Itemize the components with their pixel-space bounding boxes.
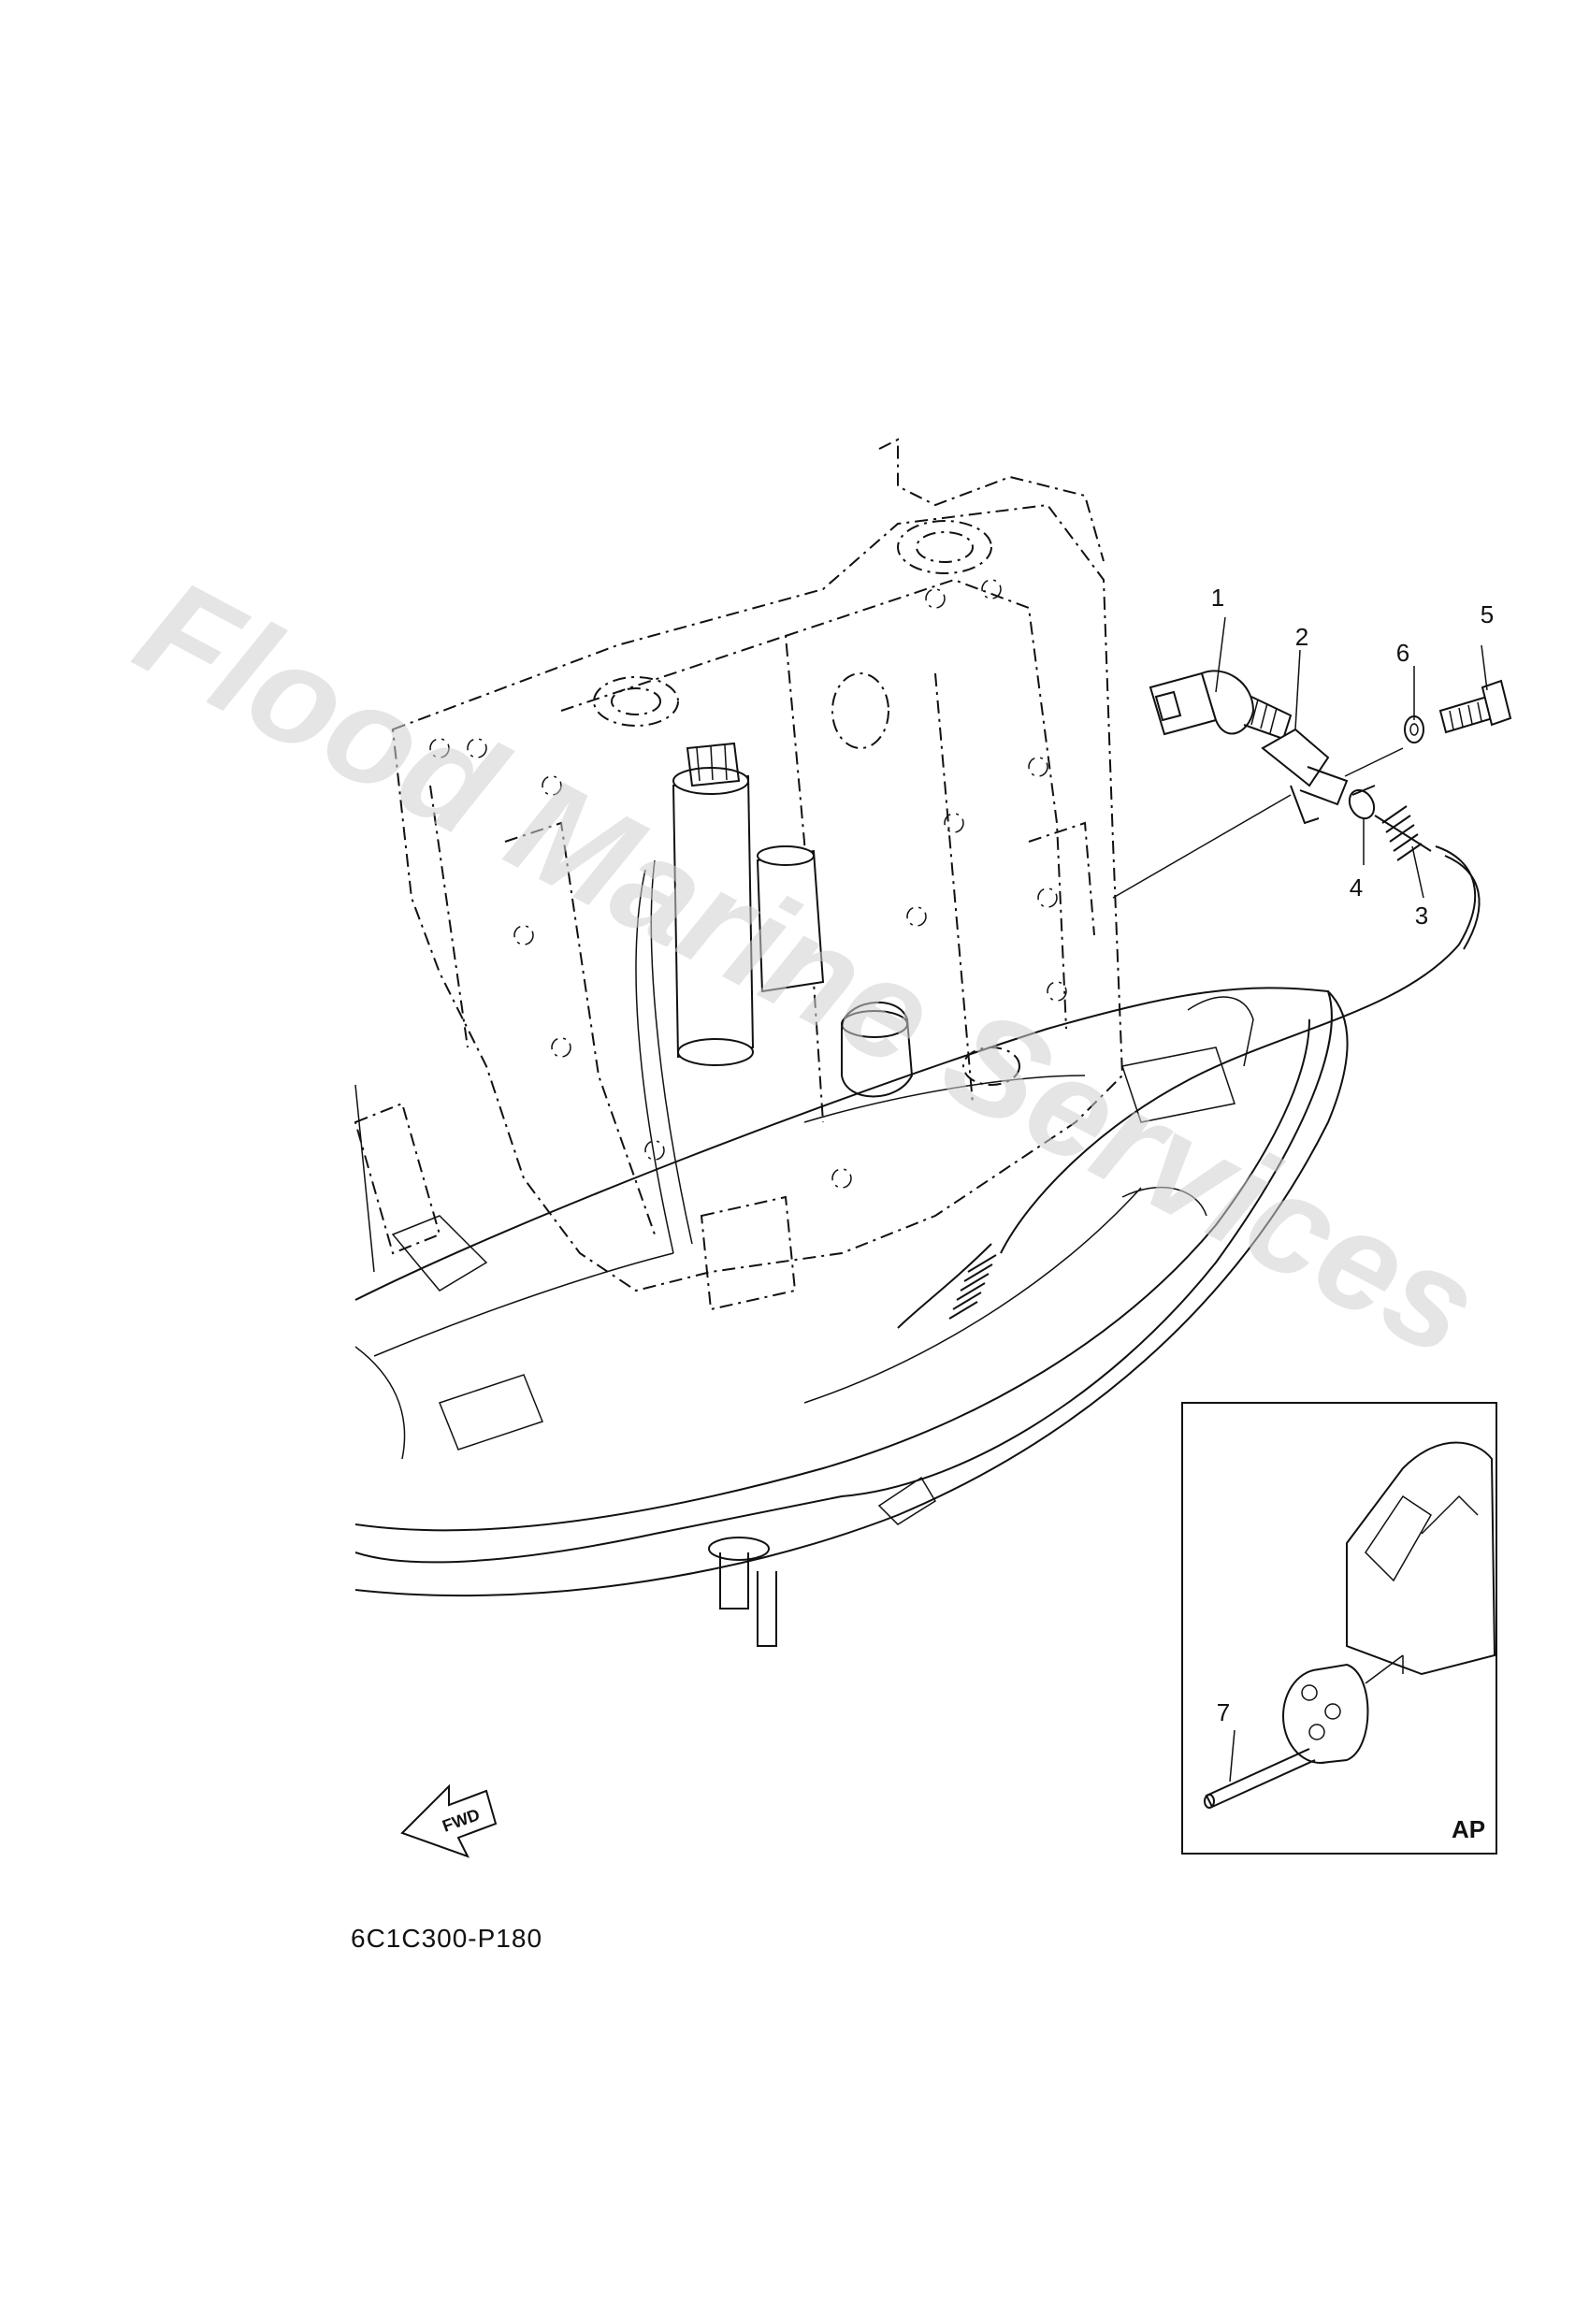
part-5-bolt: [1438, 679, 1512, 734]
callout-2: 2: [1295, 623, 1308, 651]
inset-label: AP: [1452, 1815, 1485, 1843]
callout-4: 4: [1350, 873, 1363, 902]
fwd-arrow-icon: FWD: [400, 1783, 498, 1858]
callout-leaders: [1215, 616, 1488, 899]
callout-1: 1: [1211, 584, 1224, 612]
cable-and-leaders: [897, 794, 1481, 1329]
callout-7: 7: [1217, 1698, 1230, 1726]
part-6-washer: [1404, 715, 1424, 743]
callout-6: 6: [1396, 639, 1409, 667]
bottom-cowling: [354, 987, 1349, 1647]
callout-3: 3: [1415, 902, 1428, 930]
part-4-clip: [1348, 785, 1376, 820]
part-2-fitting: [1261, 728, 1404, 825]
part-1-sensor: [1149, 670, 1293, 741]
watermark: Flood Marine Services: [114, 548, 1503, 1386]
engine-block: [354, 438, 1124, 1311]
part-3-spring: [1374, 805, 1432, 861]
drawing-code: 6C1C300-P180: [351, 1924, 542, 1953]
callout-5: 5: [1481, 600, 1494, 628]
starter-motor: [635, 742, 914, 1254]
inset-box: 7 AP: [1181, 1402, 1497, 1855]
